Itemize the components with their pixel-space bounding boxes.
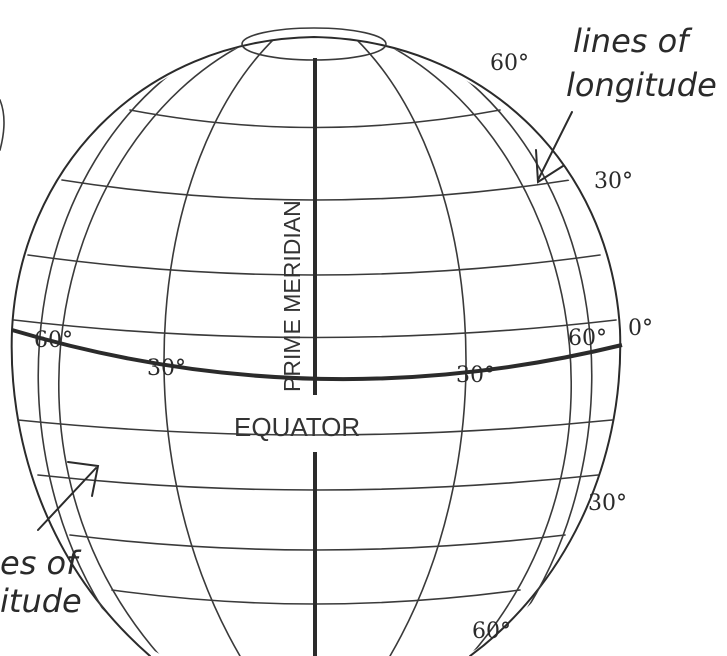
longitude-annotation-line1: lines of [573, 22, 693, 60]
degree-label-top-60: 60° [490, 51, 529, 76]
polar-cap [241, 27, 387, 61]
edge-mark [0, 99, 5, 151]
degree-label-eq-left-60: 60° [34, 328, 73, 353]
degree-label-eq-right-60: 60° [568, 326, 607, 351]
longitude-annotation-line2: longitude [566, 66, 717, 104]
equator-label: EQUATOR [234, 412, 360, 442]
latitude-annotation-line2: itude [0, 582, 82, 620]
degree-label-right-30: 30° [594, 169, 633, 194]
longitude-lines [37, 38, 593, 656]
sphere-outline [10, 35, 622, 656]
degree-label-right-0: 0° [628, 316, 653, 341]
latitude-arrow [37, 461, 100, 531]
degree-label-eq-right-30: 30° [456, 363, 495, 388]
prime-meridian-label: PRIME MERIDIAN [279, 200, 305, 392]
latitude-annotation-line1: es of [0, 544, 82, 582]
degree-label-lower-right-30: 30° [588, 491, 627, 516]
degree-label-eq-left-30: 30° [147, 356, 186, 381]
degree-label-bottom-60: 60° [472, 619, 511, 644]
longitude-arrow [535, 111, 573, 184]
